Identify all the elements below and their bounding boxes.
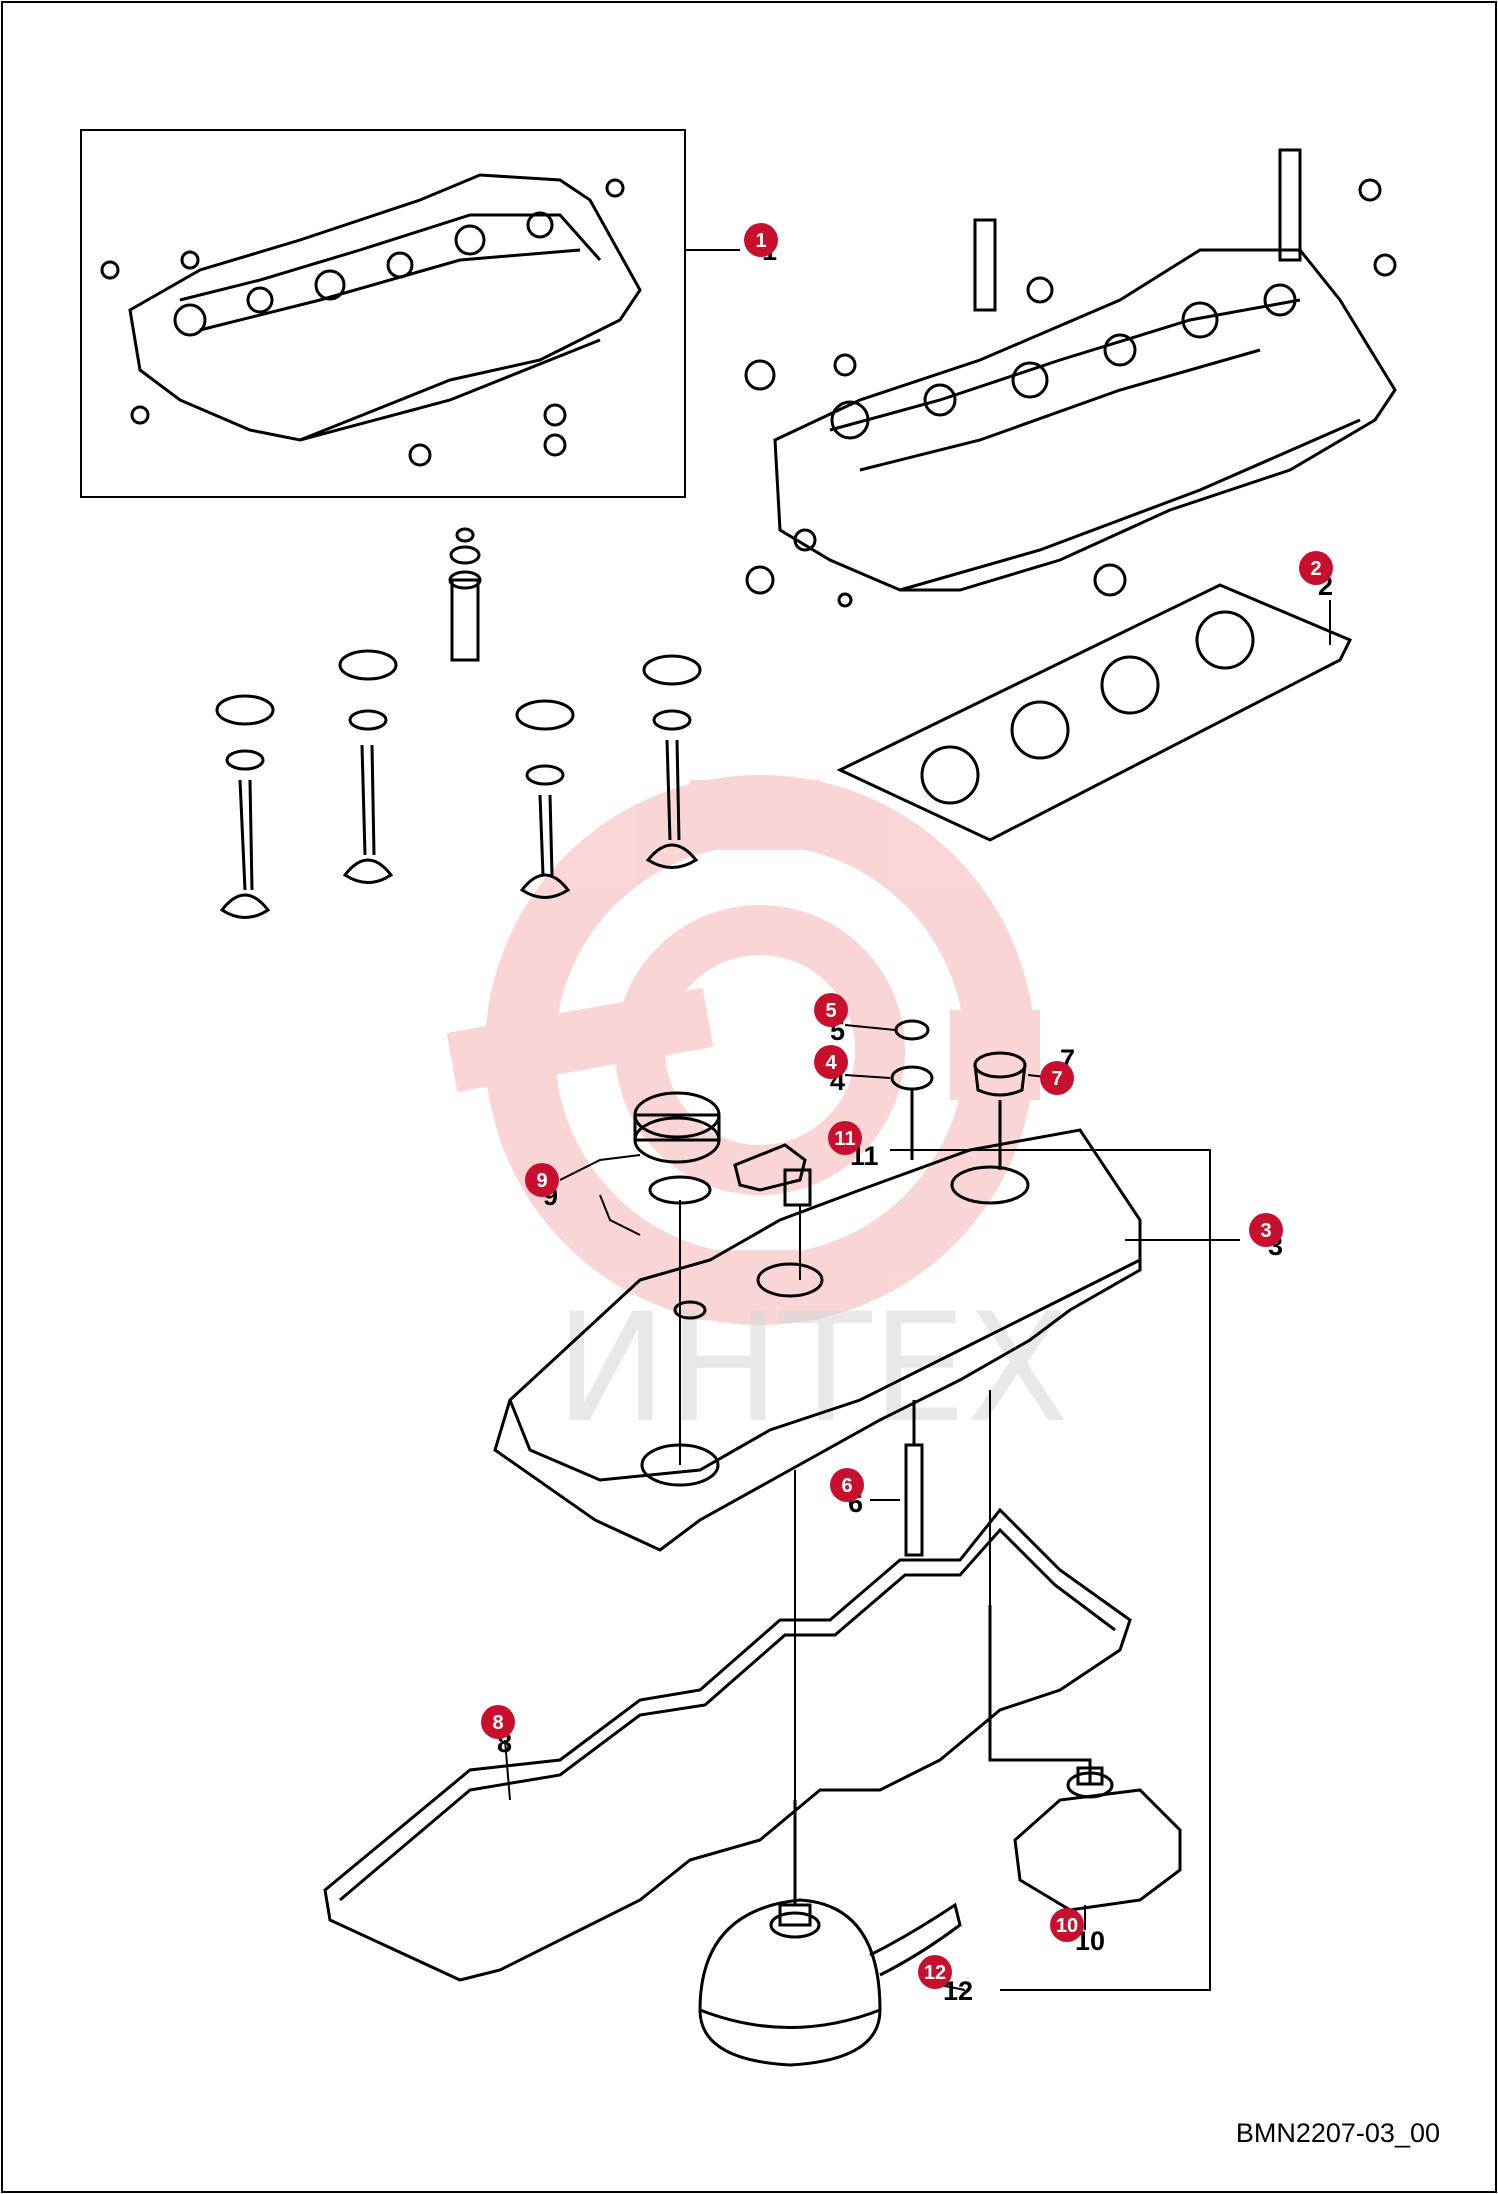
svg-text:8: 8 — [492, 1712, 503, 1734]
valve-train-drawing — [215, 527, 702, 919]
svg-text:4: 4 — [825, 1052, 837, 1074]
svg-text:10: 10 — [1056, 1915, 1078, 1937]
callout-badge-9[interactable]: 9 — [525, 1163, 559, 1197]
seal-drawing — [973, 1051, 1027, 1170]
svg-text:9: 9 — [536, 1170, 547, 1192]
callout-badge-10[interactable]: 10 — [1050, 1908, 1084, 1942]
callout-badge-11[interactable]: 11 — [828, 1121, 862, 1155]
callout-badge-8[interactable]: 8 — [481, 1705, 515, 1739]
valve-cover-drawing — [493, 1128, 1142, 1552]
svg-text:1: 1 — [755, 230, 766, 252]
valve-cover-gasket-drawing — [323, 1507, 1132, 1982]
watermark-text: ИНТЕХ — [555, 1282, 1069, 1456]
nut-washer-drawing — [890, 1019, 934, 1160]
svg-text:2: 2 — [1310, 558, 1321, 580]
callout-badge-6[interactable]: 6 — [830, 1468, 864, 1502]
svg-text:5: 5 — [825, 1000, 836, 1022]
svg-text:3: 3 — [1260, 1220, 1271, 1242]
callout-5-leader — [844, 1024, 896, 1031]
callout-badge-5[interactable]: 5 — [814, 993, 848, 1027]
svg-text:11: 11 — [834, 1128, 855, 1150]
cylinder-head-drawing — [744, 148, 1397, 608]
callout-badge-4[interactable]: 4 — [814, 1045, 848, 1079]
diagram-code: BMN2207-03_00 — [1236, 2118, 1440, 2148]
svg-text:6: 6 — [841, 1475, 852, 1497]
cylinder-head-inset-drawing — [100, 173, 642, 467]
watermark-logo — [446, 775, 1040, 1325]
pcv-valve-drawing — [988, 1605, 1182, 1912]
breather-hose-drawing — [733, 1143, 812, 1207]
callout-9-leader — [559, 1154, 641, 1181]
callout-badge-2[interactable]: 2 — [1299, 551, 1333, 585]
stud-drawing — [904, 1400, 924, 1557]
callout-badge-1[interactable]: 1 — [744, 223, 778, 257]
callout-11-leader — [890, 1149, 1211, 1991]
svg-text:12: 12 — [924, 1962, 946, 1984]
svg-text:7: 7 — [1051, 1068, 1062, 1090]
callout-4-leader — [844, 1074, 891, 1079]
callout-9-leader-b — [599, 1194, 641, 1236]
callout-badge-12[interactable]: 12 — [918, 1955, 952, 1989]
inset-box — [80, 129, 686, 498]
head-gasket-drawing — [836, 583, 1353, 842]
callout-badge-7[interactable]: 7 — [1040, 1061, 1074, 1095]
callout-badge-3[interactable]: 3 — [1249, 1213, 1283, 1247]
oil-separator-drawing — [698, 1800, 962, 2067]
callout-8-leader — [504, 1739, 511, 1801]
